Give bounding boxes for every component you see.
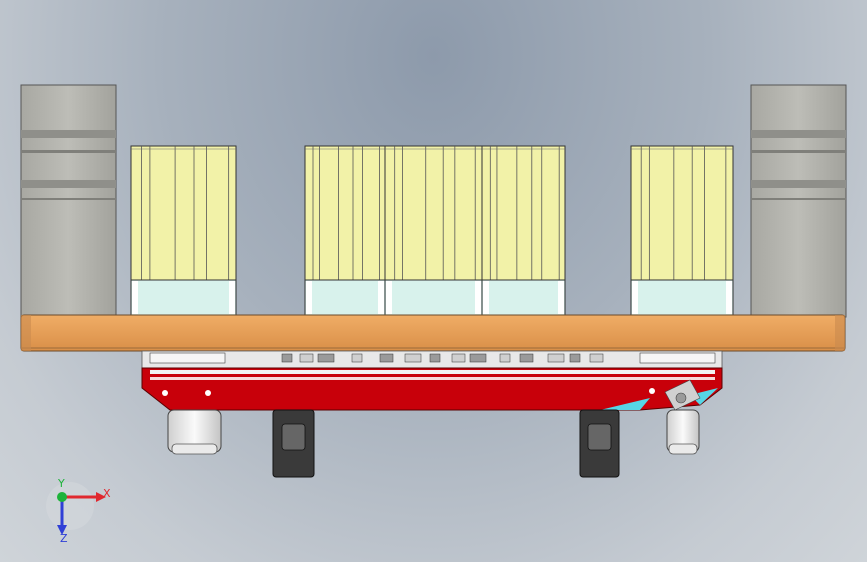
y-axis-label: Y — [57, 477, 65, 490]
z-axis-label: Z — [60, 532, 68, 545]
red-chassis[interactable] — [141, 367, 723, 411]
pcb-component — [547, 353, 565, 363]
yellow-module[interactable] — [384, 145, 483, 316]
caster-wheel-right[interactable] — [666, 409, 700, 455]
pcb-component — [379, 353, 394, 363]
pcb-component — [469, 353, 487, 363]
pcb-component — [589, 353, 604, 363]
module-group — [130, 145, 734, 316]
pcb-component — [569, 353, 581, 363]
yellow-module[interactable] — [130, 145, 237, 316]
caster-wheel-left[interactable] — [167, 409, 222, 455]
pcb-component — [281, 353, 293, 363]
yellow-module[interactable] — [630, 145, 734, 316]
yellow-module[interactable] — [481, 145, 566, 316]
pcb-component — [451, 353, 466, 363]
yellow-module[interactable] — [304, 145, 386, 316]
coordinate-triad: X Y Z — [46, 477, 111, 545]
pcb-component — [499, 353, 511, 363]
pcb-component — [299, 353, 314, 363]
drive-wheel-left[interactable] — [272, 409, 315, 478]
base-plate[interactable] — [20, 314, 846, 352]
x-axis-label: X — [103, 487, 111, 500]
pcb-component — [351, 353, 363, 363]
pcb-component — [317, 353, 335, 363]
drive-wheel-right[interactable] — [579, 409, 620, 478]
electronics-strip — [141, 350, 723, 370]
pcb-component — [429, 353, 441, 363]
pcb-component — [519, 353, 534, 363]
left-side-block[interactable] — [20, 84, 117, 318]
right-side-block[interactable] — [750, 84, 847, 318]
pcb-component — [404, 353, 422, 363]
